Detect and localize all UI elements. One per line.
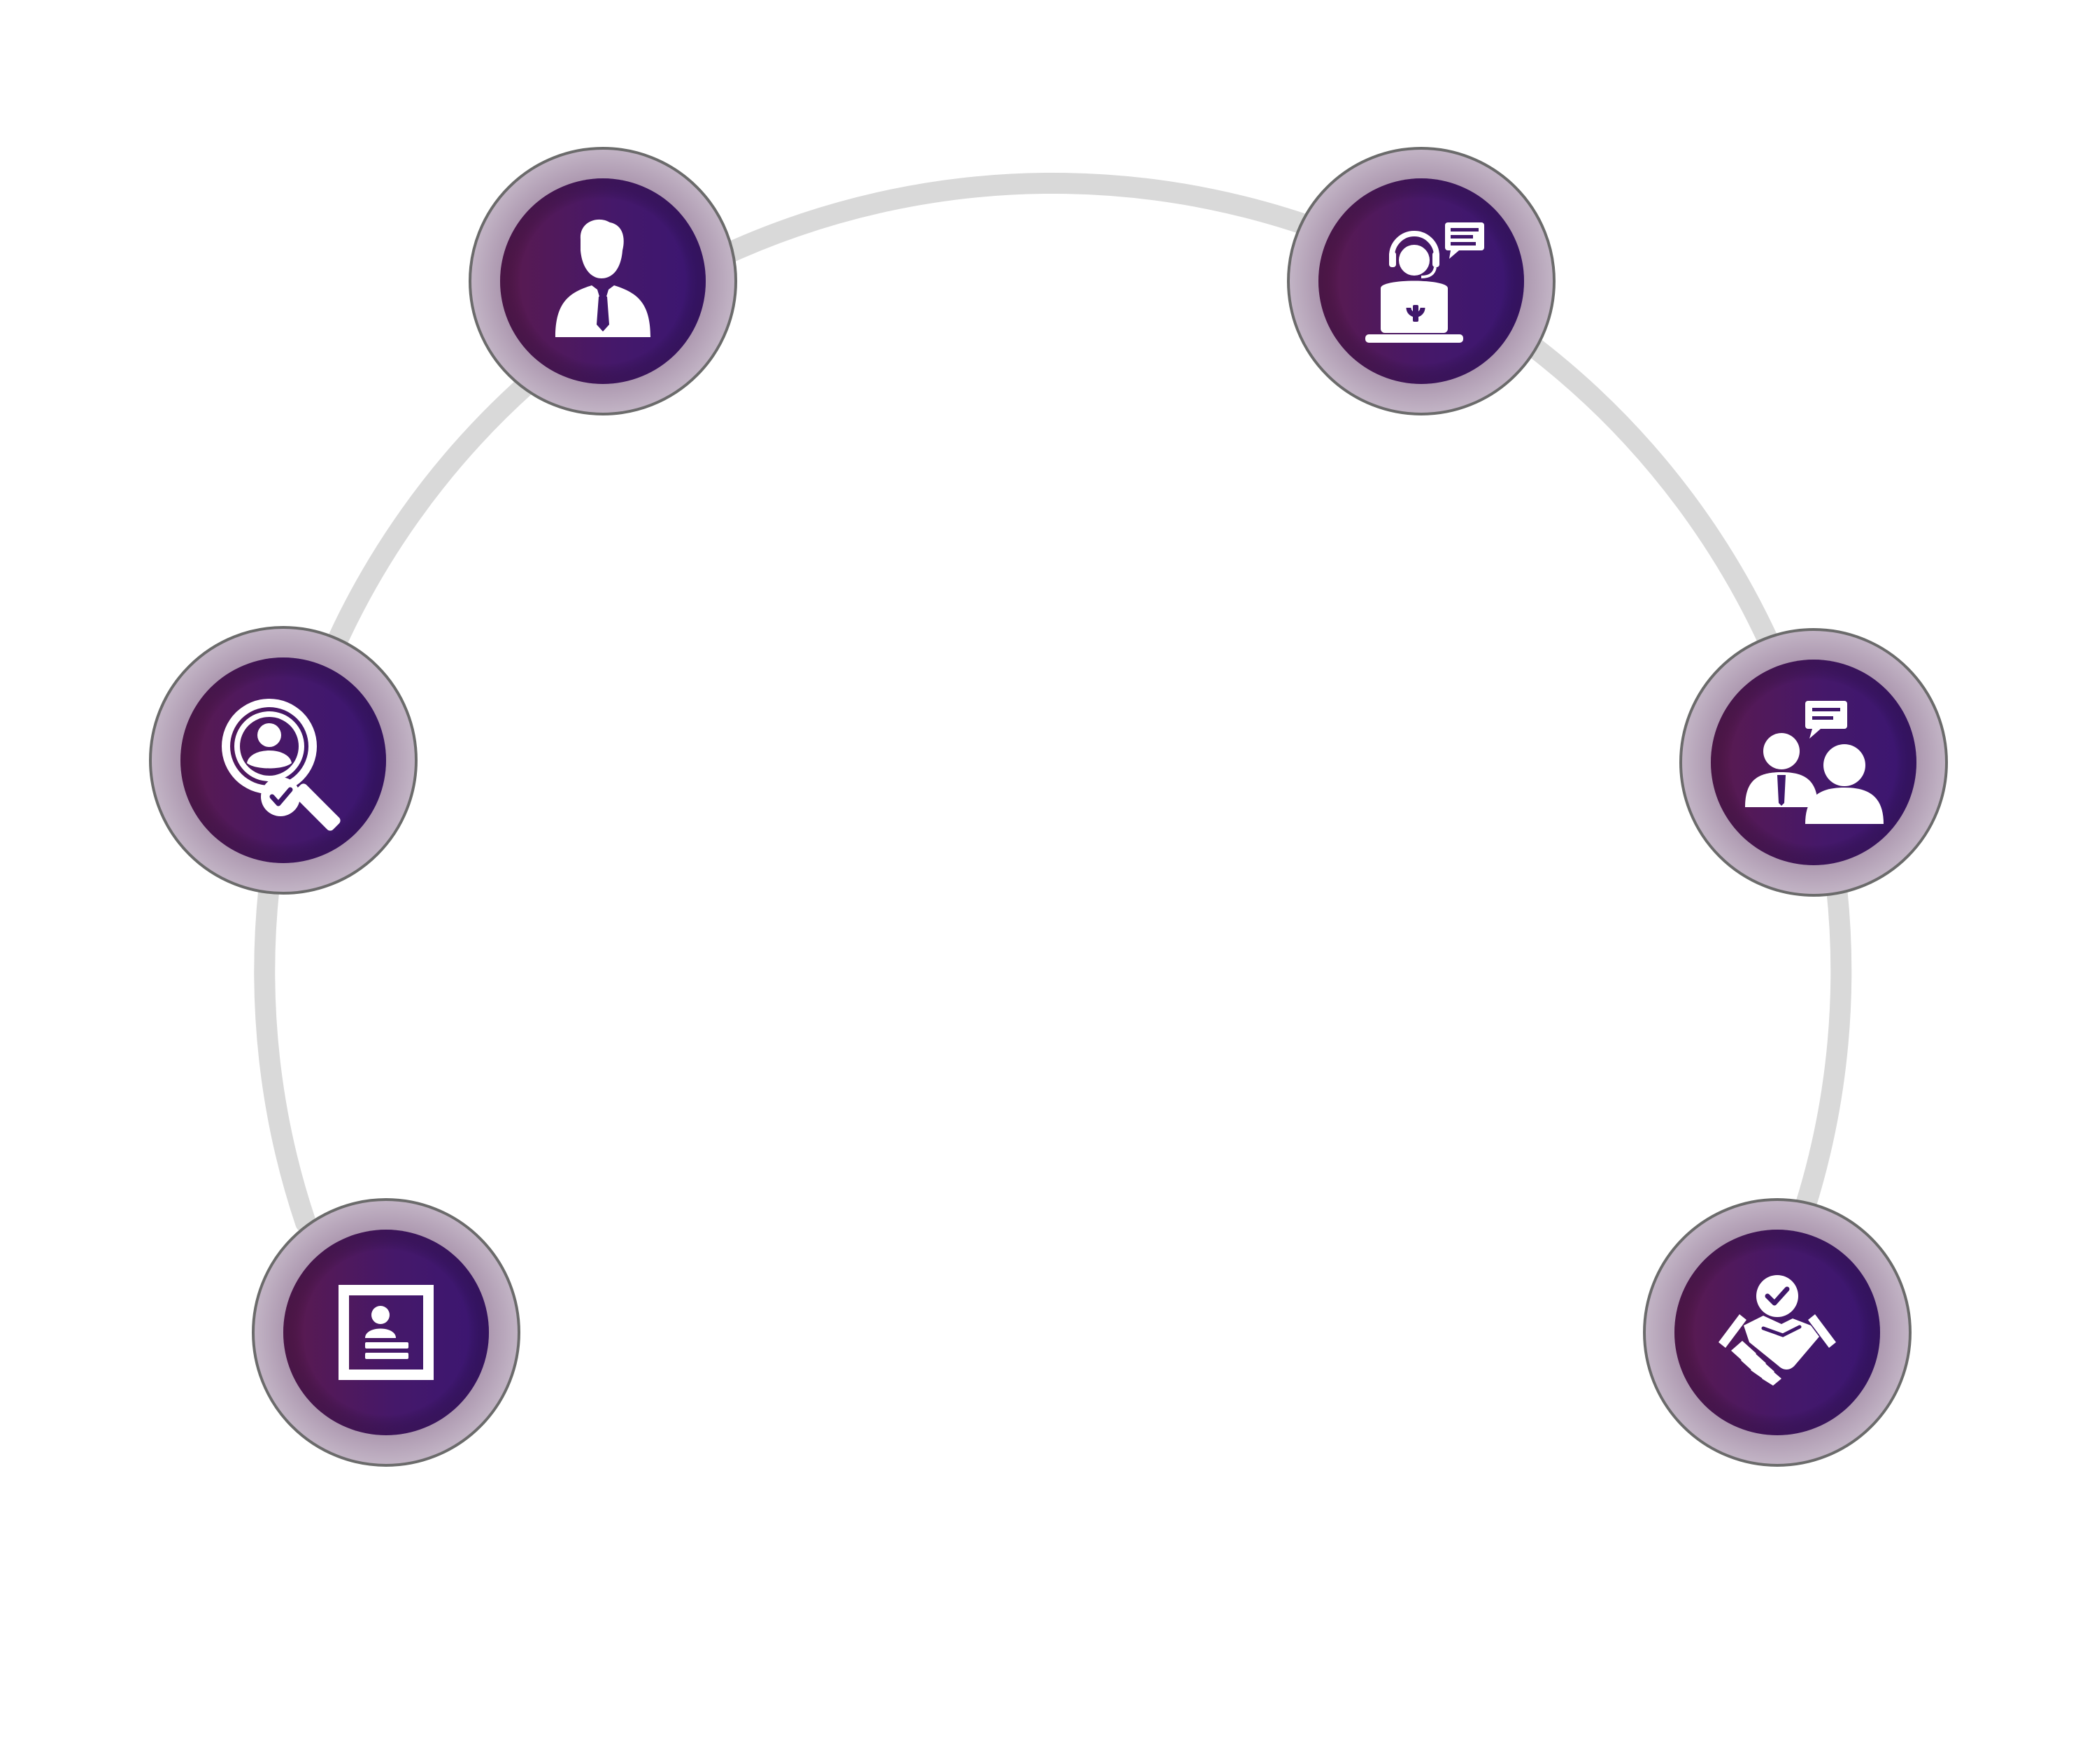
handshake-check-icon	[1719, 1275, 1836, 1386]
step-node-2	[149, 626, 418, 895]
person-search-check-icon	[222, 699, 341, 831]
meeting-chat-icon	[1745, 701, 1884, 824]
step-node-6	[1643, 1198, 1912, 1467]
businessman-icon	[555, 219, 650, 337]
step-node-3	[469, 147, 737, 415]
step-node-4	[1287, 147, 1556, 415]
document-profile-icon	[339, 1285, 434, 1380]
support-agent-laptop-icon	[1365, 222, 1484, 343]
step-node-5	[1679, 628, 1948, 897]
step-node-1	[252, 1198, 520, 1467]
